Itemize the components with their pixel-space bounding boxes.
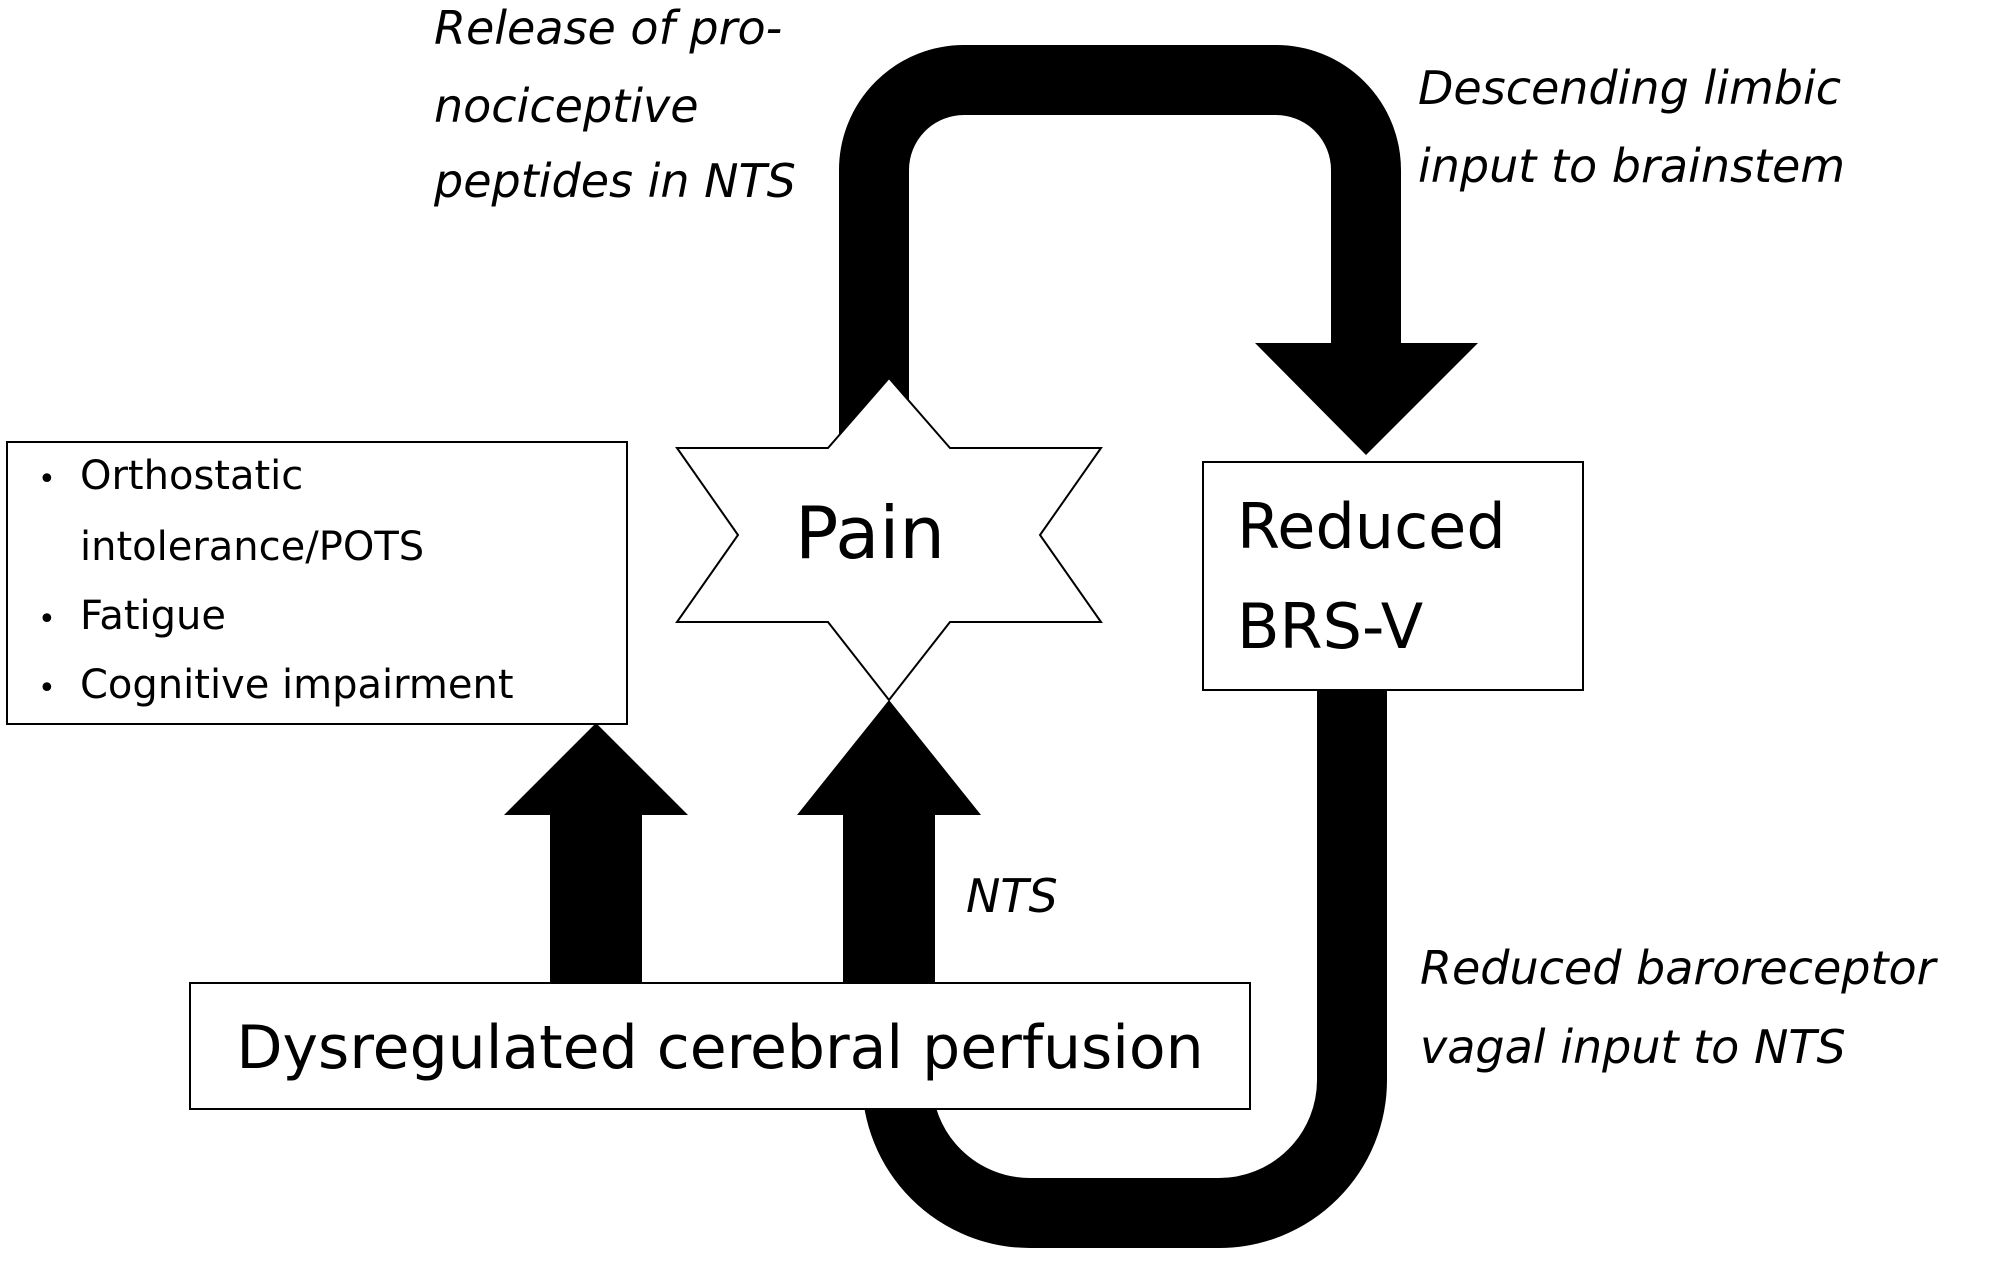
annotation-line: nociceptive	[434, 79, 699, 133]
annotation-line: Descending limbic	[1418, 61, 1841, 115]
reduced-brs-label-line2: BRS-V	[1237, 590, 1423, 663]
symptoms-arrow-head	[504, 723, 688, 815]
symptom-item: Orthostatic	[80, 453, 303, 499]
bullet: •	[38, 602, 56, 637]
cerebral-perfusion-label: Dysregulated cerebral perfusion	[236, 1013, 1203, 1083]
release-peptides-annotation: Release of pro- nociceptive peptides in …	[433, 1, 796, 208]
pain-star	[675, 376, 1103, 702]
symptom-item: Cognitive impairment	[80, 662, 514, 708]
descending-limbic-annotation: Descending limbic input to brainstem	[1418, 61, 1845, 193]
pain-arrow-head	[797, 700, 981, 815]
reduced-brs-box	[1202, 461, 1584, 691]
annotation-line: input to brainstem	[1418, 139, 1845, 193]
symptoms-list: • Orthostatic intolerance/POTS • Fatigue…	[38, 453, 514, 708]
reduced-baroreceptor-annotation: Reduced baroreceptor vagal input to NTS	[1420, 941, 1939, 1074]
bottom-loop-arrow-band	[862, 690, 1387, 1248]
bullet: •	[38, 462, 56, 497]
cerebral-perfusion-box	[189, 982, 1251, 1110]
annotation-line: Release of pro-	[434, 1, 782, 55]
reduced-brs-label-line1: Reduced	[1237, 490, 1506, 563]
symptom-item: intolerance/POTS	[80, 524, 424, 570]
pain-arrow-shaft	[843, 815, 935, 983]
top-loop-arrowhead	[1255, 343, 1478, 455]
annotation-line: peptides in NTS	[433, 154, 796, 208]
annotation-line: vagal input to NTS	[1420, 1020, 1846, 1074]
nts-annotation: NTS	[966, 869, 1058, 923]
symptoms-arrow-shaft	[550, 815, 642, 983]
symptoms-box	[6, 441, 628, 725]
symptom-item: Fatigue	[80, 593, 226, 639]
bullet: •	[38, 671, 56, 706]
pain-label: Pain	[795, 491, 945, 575]
top-loop-arrow-band	[839, 45, 1401, 440]
annotation-line: Reduced baroreceptor	[1420, 941, 1939, 995]
